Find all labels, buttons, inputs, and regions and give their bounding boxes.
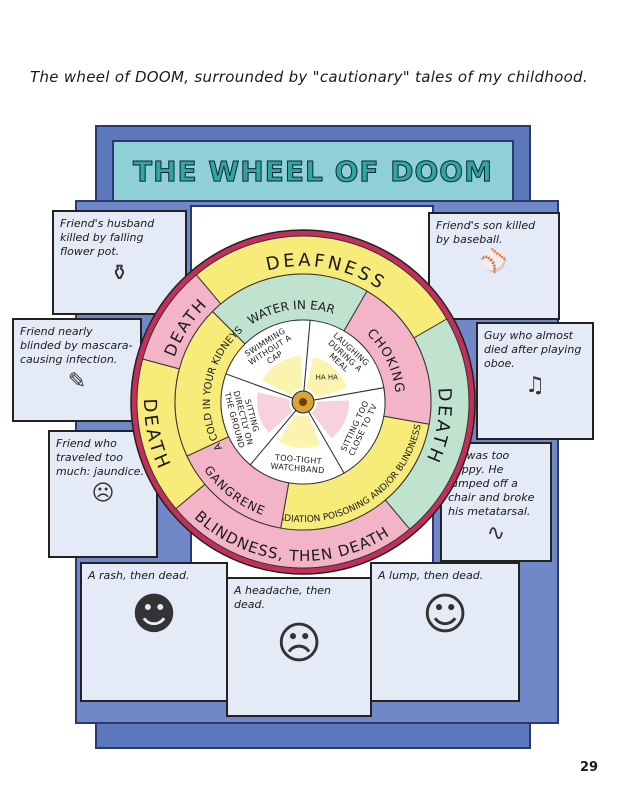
foot-icon: ∿ (486, 521, 506, 546)
panel-text: A headache, then dead. (234, 584, 332, 611)
panel-baseball: Friend's son killed by baseball. ⚾ (428, 212, 560, 320)
person-icon: ☻ (131, 589, 177, 640)
title: THE WHEEL OF DOOM (133, 154, 493, 188)
panel-rash: A rash, then dead. ☻ (80, 562, 228, 702)
panel-metatarsal: He was too happy. He jumped off a chair … (440, 442, 552, 562)
person-icon: ☹ (276, 618, 322, 669)
panel-jaundice: Friend who traveled too much: jaundice. ☹ (48, 430, 158, 558)
panel-text: Guy who almost died after playing oboe. (484, 329, 582, 370)
panel-text: Friend's son killed by baseball. (436, 219, 536, 246)
panel-flower-pot: Friend's husband killed by falling flowe… (52, 210, 187, 315)
panel-text: A rash, then dead. (88, 569, 190, 582)
page-caption: The wheel of DOOM, surrounded by "cautio… (30, 68, 588, 86)
music-notes-icon: ♫ (525, 373, 545, 398)
panel-mascara: Friend nearly blinded by mascara-causing… (12, 318, 142, 422)
man-face-icon: ☹ (91, 481, 115, 506)
panel-headache: A headache, then dead. ☹ (226, 577, 372, 717)
baseball-icon: ⚾ (480, 249, 508, 274)
panel-text: Friend nearly blinded by mascara-causing… (20, 325, 133, 366)
panel-oboe: Guy who almost died after playing oboe. ♫ (476, 322, 594, 440)
flower-pot-icon: ⚱ (110, 261, 129, 286)
panel-text: A lump, then dead. (378, 569, 484, 582)
person-icon: ☺ (422, 589, 468, 640)
panel-text: Friend's husband killed by falling flowe… (60, 217, 155, 258)
panel-text: He was too happy. He jumped off a chair … (448, 449, 535, 518)
page-number: 29 (580, 760, 599, 775)
title-banner: THE WHEEL OF DOOM (112, 140, 514, 202)
mascara-icon: ✎ (67, 369, 87, 394)
panel-lump: A lump, then dead. ☺ (370, 562, 520, 702)
panel-text: Friend who traveled too much: jaundice. (56, 437, 144, 478)
